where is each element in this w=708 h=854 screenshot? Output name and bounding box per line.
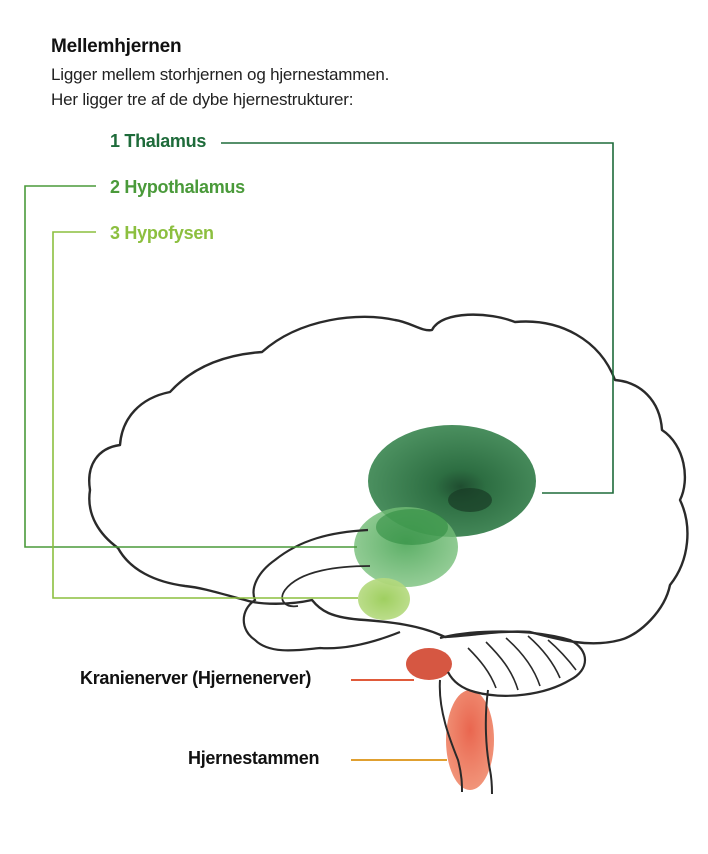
cerebellum-folds [467,635,577,691]
temporal-inner-curve [281,565,371,608]
diagram-title: Mellemhjernen [51,36,182,57]
cerebellum-outline [439,630,586,697]
hypothalamus-overlap [376,509,448,545]
hjernestammen-shape [446,690,494,790]
hypothalamus-leader-line [24,185,357,548]
label-hjernestammen: Hjernestammen [188,748,320,768]
label-kranienerver: Kranienerver (Hjernenerver) [80,668,312,688]
kranienerver-shape [406,648,452,680]
thalamus-dark-spot [448,488,492,512]
hypofysen-leader-line [52,231,358,599]
hypofysen-shape [358,578,410,620]
thalamus-leader-line [221,142,614,494]
label-hypofysen: 3 Hypofysen [110,223,214,243]
brainstem-outline [438,679,493,795]
subtitle-line-1: Ligger mellem storhjernen og hjernestamm… [51,65,390,84]
subtitle-line-2: Her ligger tre af de dybe hjernestruktur… [51,90,354,109]
label-thalamus: 1 Thalamus [110,131,207,151]
label-hypothalamus: 2 Hypothalamus [110,177,245,197]
